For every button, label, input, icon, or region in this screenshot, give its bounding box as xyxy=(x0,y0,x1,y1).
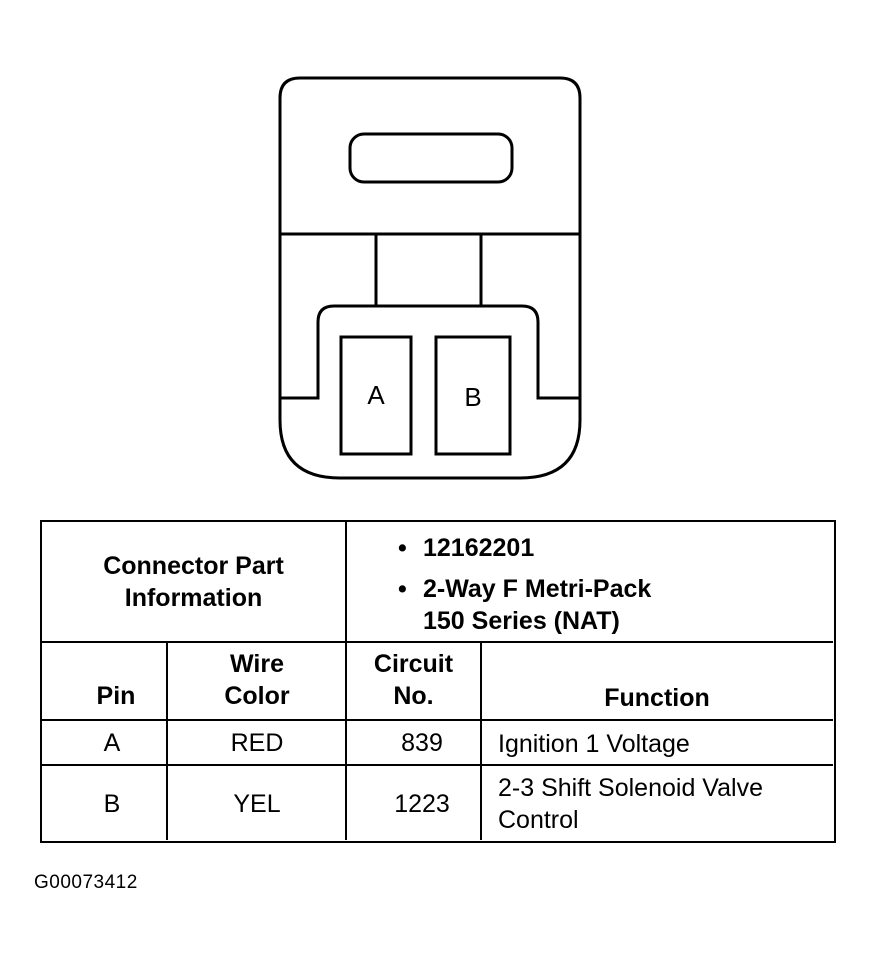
col-header-wire-color-line1: Wire xyxy=(230,650,284,678)
part-number-bullet: • xyxy=(398,532,407,564)
row-b-function-line2: Control xyxy=(498,806,579,834)
row-a-circuit: 839 xyxy=(401,729,443,757)
row-a-wire-color: RED xyxy=(230,729,284,757)
figure-code: G00073412 xyxy=(34,872,138,893)
part-description-line2: 150 Series (NAT) xyxy=(423,607,620,635)
grid-h-header xyxy=(42,719,833,721)
col-header-circuit-line2: No. xyxy=(393,682,434,710)
row-b-pin: B xyxy=(103,790,121,818)
grid-h-info xyxy=(42,641,833,643)
row-b-circuit: 1223 xyxy=(394,790,450,818)
part-info-heading-line2: Information xyxy=(124,584,263,612)
pin-cavity-outline xyxy=(280,304,580,400)
bullet-1: • xyxy=(398,534,407,562)
col-header-function: Function xyxy=(604,684,710,712)
col-header-wire-color: Wire Color xyxy=(168,648,346,712)
grid-v-main xyxy=(345,522,347,840)
grid-v-pin xyxy=(166,643,168,840)
row-a-function: Ignition 1 Voltage xyxy=(498,730,690,758)
col-header-circuit-line1: Circuit xyxy=(373,650,454,678)
locking-tab-slot xyxy=(348,132,514,184)
terminal-a xyxy=(339,335,413,456)
col-header-circuit: Circuit No. xyxy=(347,648,480,712)
bullet-2: • xyxy=(398,575,407,603)
part-description: 2-Way F Metri-Pack 150 Series (NAT) xyxy=(423,573,651,637)
row-b-function-line1: 2-3 Shift Solenoid Valve xyxy=(498,774,763,802)
terminal-a-label: A xyxy=(367,380,385,410)
part-description-bullet: • xyxy=(398,573,407,605)
grid-v-circuit xyxy=(480,643,482,840)
connector-body-outline xyxy=(278,76,582,480)
part-description-line1: 2-Way F Metri-Pack xyxy=(423,575,652,603)
part-info-heading: Connector Part Information xyxy=(42,550,345,614)
row-b-function: 2-3 Shift Solenoid Valve Control xyxy=(498,772,763,836)
terminal-b-label: B xyxy=(464,382,481,412)
terminal-b xyxy=(434,335,512,456)
row-b-wire-color: YEL xyxy=(233,790,281,818)
col-header-wire-color-line2: Color xyxy=(224,682,290,710)
part-number: 12162201 xyxy=(423,534,535,562)
part-info-heading-line1: Connector Part xyxy=(103,552,284,580)
connector-face-diagram: A B xyxy=(278,76,582,480)
grid-h-row1 xyxy=(42,764,833,766)
row-a-pin: A xyxy=(103,729,121,757)
col-header-pin: Pin xyxy=(96,682,136,710)
pinout-table: Connector Part Information • 12162201 • … xyxy=(40,520,836,843)
